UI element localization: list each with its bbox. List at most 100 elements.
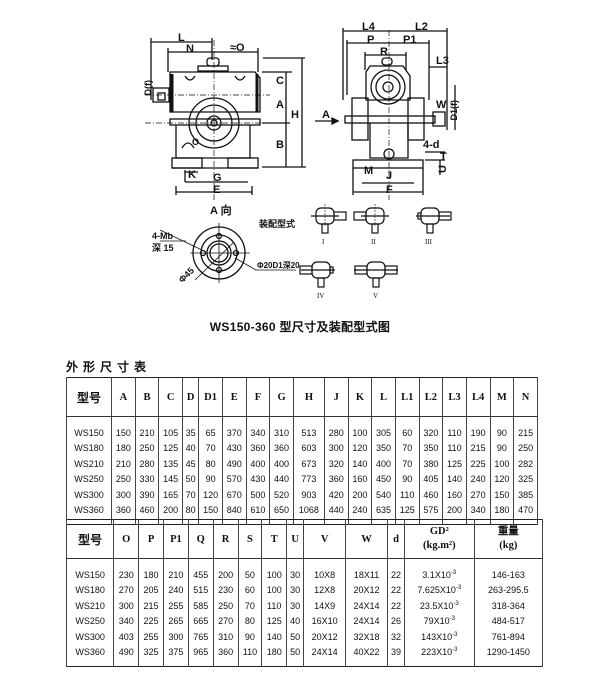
weight-cell: 484-517 xyxy=(473,613,544,629)
col-header: L1 xyxy=(394,377,420,417)
a-view-title: A 向 xyxy=(210,205,232,217)
value-cell: 325 xyxy=(138,644,164,667)
value-cell: 280 xyxy=(134,456,160,472)
dim-label-K: K xyxy=(188,169,196,181)
value-cell: 105 xyxy=(158,416,184,441)
col-header: T xyxy=(261,519,288,559)
value-cell: 90 xyxy=(489,440,515,456)
dim-label-L4: L4 xyxy=(362,21,375,33)
value-cell: 515 xyxy=(187,582,214,598)
value-cell: 585 xyxy=(187,598,214,614)
value-cell: 20X12 xyxy=(303,629,347,645)
value-cell: 240 xyxy=(465,471,491,487)
value-cell: 100 xyxy=(489,456,515,472)
model-cell: WS150 xyxy=(65,558,115,583)
value-cell: 310 xyxy=(212,629,239,645)
dim-label-D1f: D1(f) xyxy=(449,100,459,121)
value-cell: 513 xyxy=(292,416,325,441)
assembly-title: 装配型式 xyxy=(259,219,296,229)
value-cell: 230 xyxy=(113,558,140,583)
value-cell: 120 xyxy=(198,487,223,503)
value-cell: 120 xyxy=(489,471,515,487)
value-cell: 310 xyxy=(269,416,294,441)
dim-label-Df: D(f) xyxy=(143,80,153,96)
value-cell: 225 xyxy=(465,456,491,472)
dim-label-M: M xyxy=(364,165,374,177)
table-header-row: 型号 A B C D D1 E F G H J K L L1 L2 L3 L4 … xyxy=(65,377,538,417)
col-header: W xyxy=(345,519,388,559)
value-cell: 50 xyxy=(286,644,305,667)
gd2-value: 23.5X10 xyxy=(419,600,454,611)
value-cell: 110 xyxy=(261,598,288,614)
value-cell: 330 xyxy=(134,471,160,487)
gd2-exponent: -3 xyxy=(449,616,456,623)
value-cell: 26 xyxy=(386,613,406,629)
value-cell: 360 xyxy=(269,440,294,456)
value-cell: 10X8 xyxy=(303,558,347,583)
gd2-cell: 223X10-3 xyxy=(404,644,475,667)
dim-label-H: H xyxy=(291,109,299,121)
value-cell: 80 xyxy=(237,613,263,629)
technical-drawings: L N ≈O C A H B D(f) K G E O L4 L2 P P1 R… xyxy=(0,0,600,340)
gd2-exponent: -3 xyxy=(455,585,462,592)
model-cell: WS250 xyxy=(65,613,115,629)
value-cell: 300 xyxy=(162,629,189,645)
value-cell: 120 xyxy=(347,440,373,456)
gd2-value: 3.1X10 xyxy=(422,569,451,580)
model-cell: WS180 xyxy=(65,440,113,456)
value-cell: 110 xyxy=(394,487,420,503)
view-arrow-A: A xyxy=(322,109,330,121)
dimensions-table-2: 型号 O P P1 Q R S T U V W d GD² (kg.m²) 重量… xyxy=(65,519,544,667)
value-cell: 12X8 xyxy=(303,582,347,598)
value-cell: 215 xyxy=(465,440,491,456)
value-cell: 270 xyxy=(113,582,140,598)
value-cell: 70 xyxy=(394,456,420,472)
value-cell: 65 xyxy=(198,416,223,441)
value-cell: 225 xyxy=(138,613,164,629)
value-cell: 140 xyxy=(261,629,288,645)
value-cell: 765 xyxy=(187,629,214,645)
value-cell: 250 xyxy=(212,598,239,614)
value-cell: 400 xyxy=(269,456,294,472)
col-header: Q xyxy=(187,519,214,559)
col-header: d xyxy=(386,519,406,559)
value-cell: 45 xyxy=(182,456,200,472)
value-cell: 255 xyxy=(138,629,164,645)
value-cell: 180 xyxy=(111,440,136,456)
weight-cell: 761-894 xyxy=(473,629,544,645)
value-cell: 403 xyxy=(113,629,140,645)
value-cell: 300 xyxy=(323,440,349,456)
value-cell: 205 xyxy=(138,582,164,598)
value-cell: 250 xyxy=(134,440,160,456)
gd2-value: 79X10 xyxy=(423,616,450,627)
col-header: D1 xyxy=(198,377,223,417)
value-cell: 440 xyxy=(269,471,294,487)
value-cell: 150 xyxy=(111,416,136,441)
value-cell: 135 xyxy=(158,456,184,472)
col-header: B xyxy=(134,377,160,417)
model-cell: WS180 xyxy=(65,582,115,598)
dim-label-B: B xyxy=(276,139,284,151)
value-cell: 360 xyxy=(323,471,349,487)
weight-cell: 146-163 xyxy=(473,558,544,583)
value-cell: 50 xyxy=(182,471,200,487)
dim-label-R: R xyxy=(380,46,388,58)
value-cell: 180 xyxy=(138,558,164,583)
value-cell: 200 xyxy=(347,487,373,503)
value-cell: 190 xyxy=(465,416,491,441)
col-header-weight: 重量 (kg) xyxy=(473,519,544,559)
weight-cell: 318-364 xyxy=(473,598,544,614)
value-cell: 70 xyxy=(394,440,420,456)
model-cell: WS210 xyxy=(65,598,115,614)
value-cell: 210 xyxy=(111,456,136,472)
col-header: M xyxy=(489,377,515,417)
value-cell: 16X10 xyxy=(303,613,347,629)
value-cell: 30 xyxy=(286,582,305,598)
dim-label-W: W xyxy=(436,99,447,111)
col-header: E xyxy=(221,377,247,417)
col-header: L xyxy=(371,377,396,417)
